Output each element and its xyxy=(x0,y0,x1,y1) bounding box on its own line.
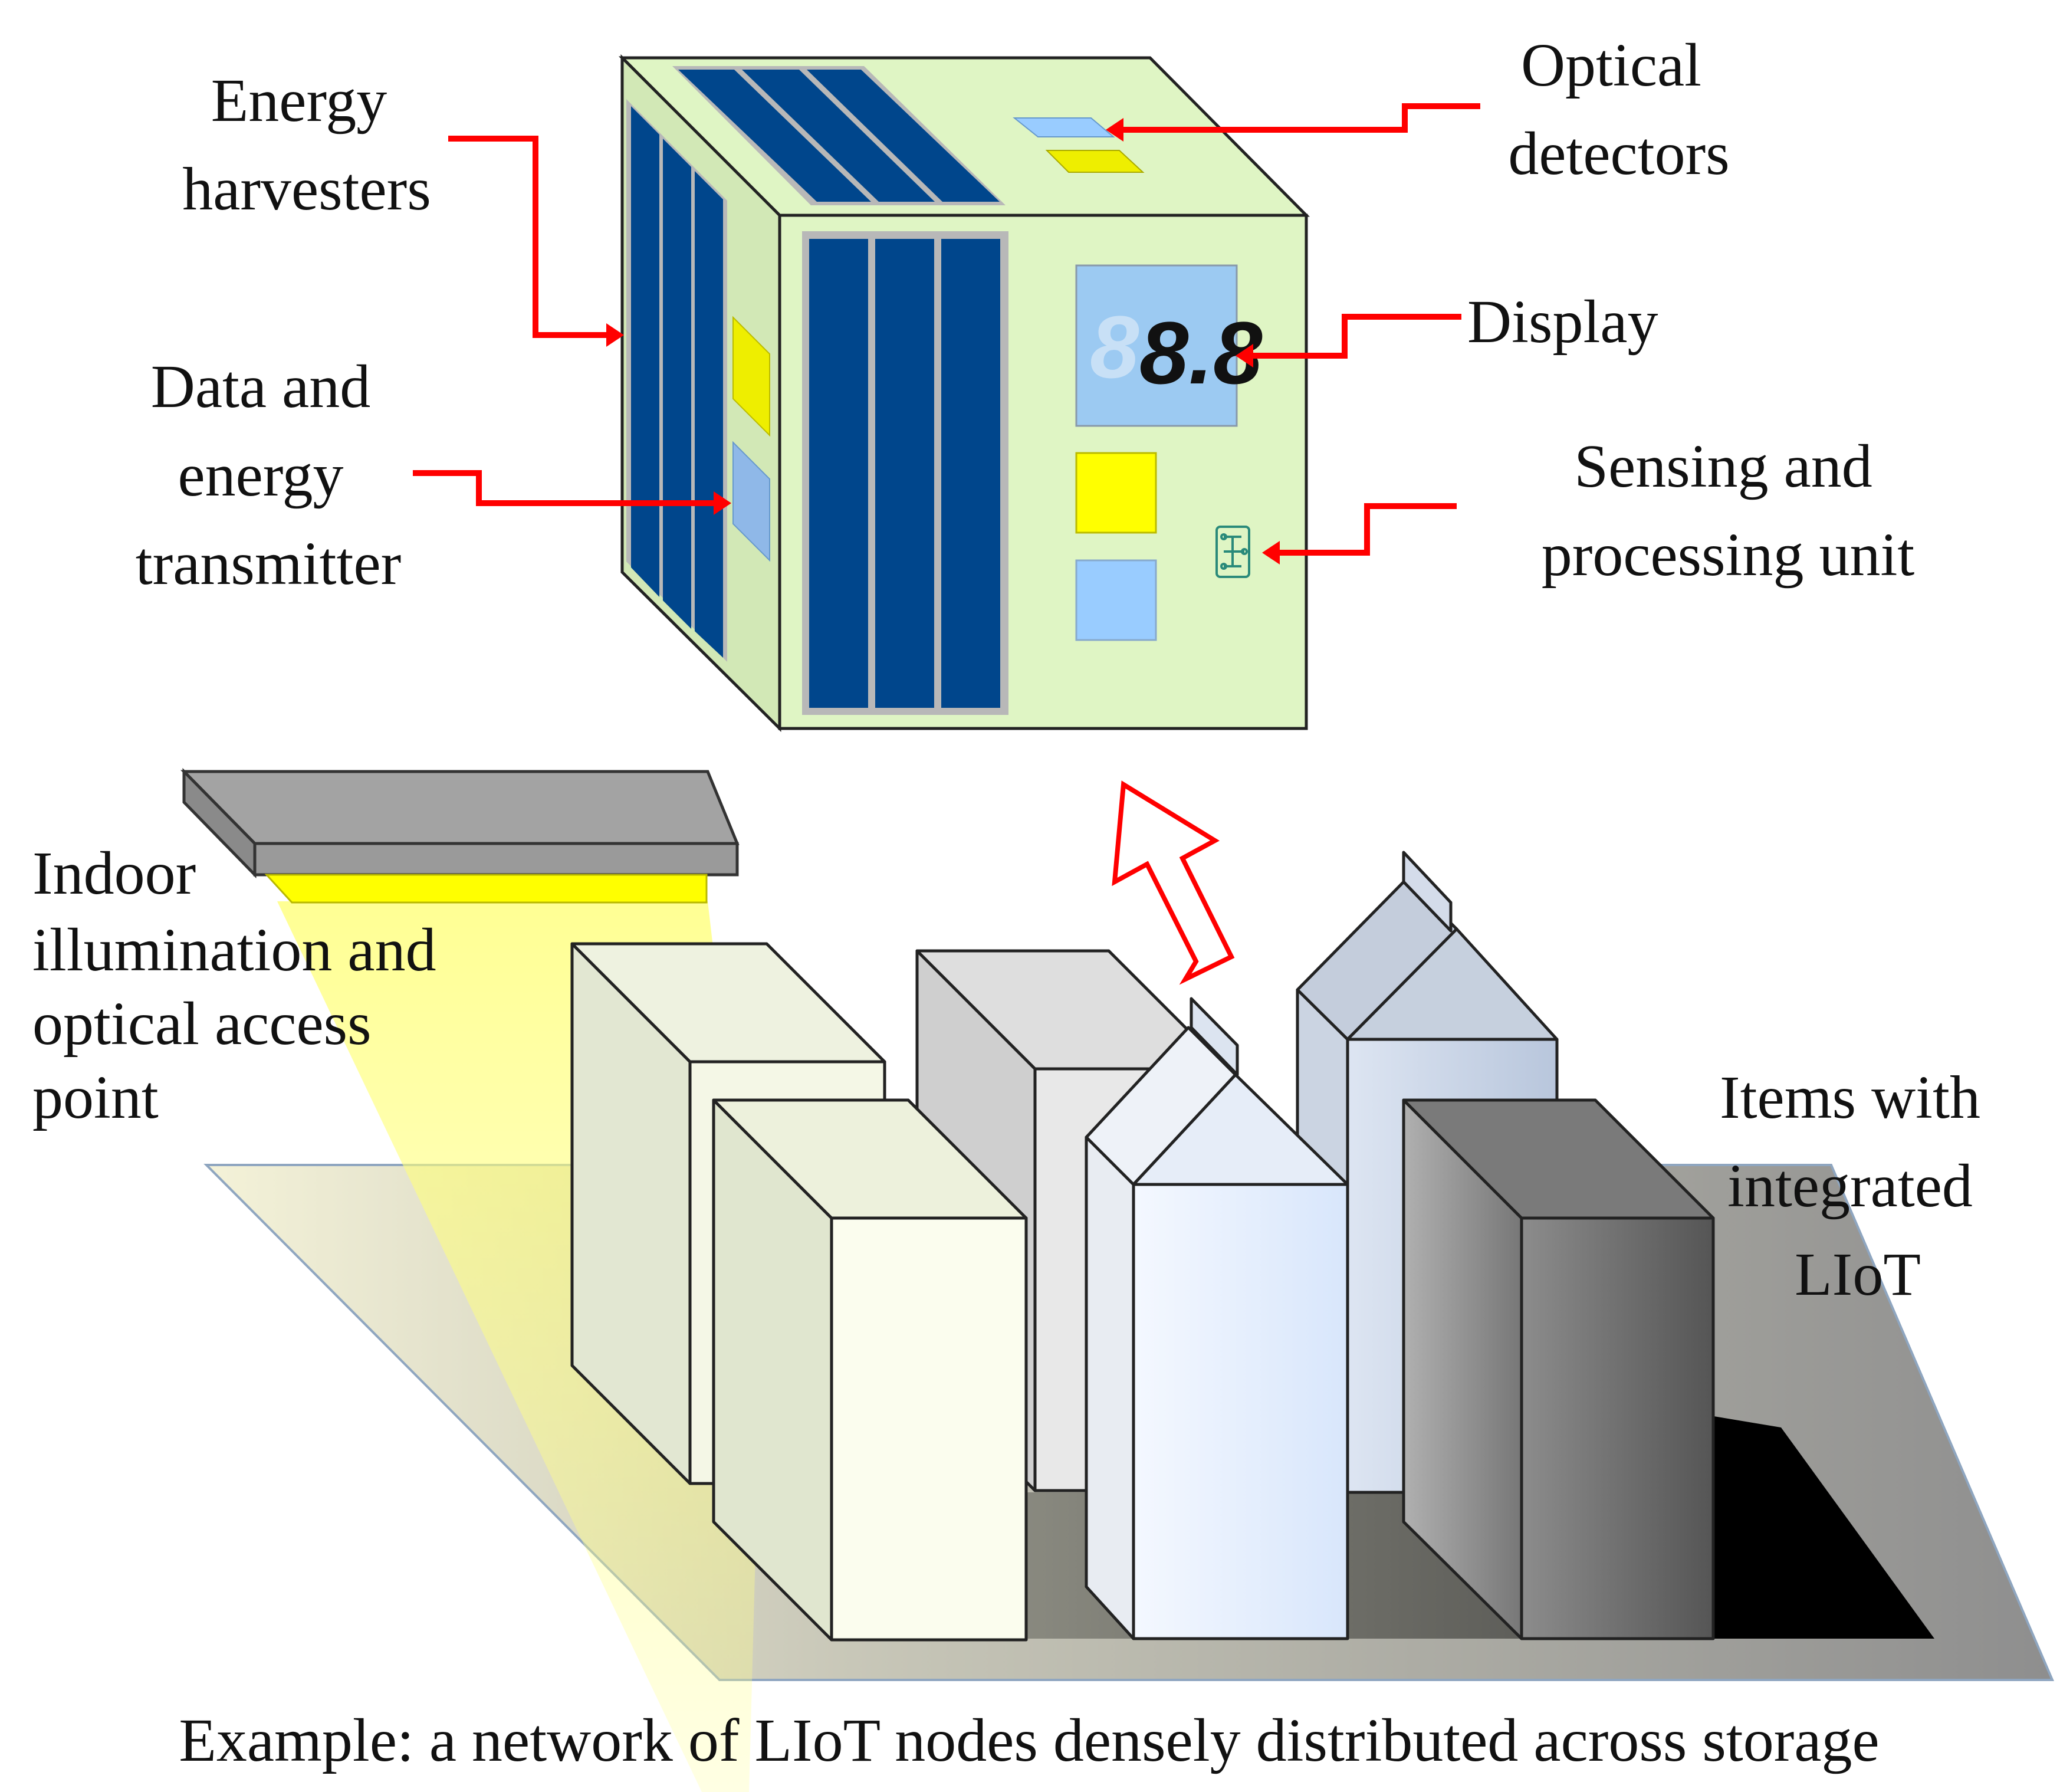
box-d-front xyxy=(1520,1216,1715,1640)
label-sensing-processing: Sensing and processing unit xyxy=(1542,432,1915,589)
solar-cell-left-3 xyxy=(695,171,723,658)
front-led-yellow xyxy=(1075,452,1157,534)
solar-cell-top-1 xyxy=(678,70,871,202)
carton-front-side xyxy=(1085,1135,1135,1640)
label-data-energy-transmitter: Data and energy transmitter xyxy=(136,353,402,598)
arrow-data-energy-tx xyxy=(413,470,719,506)
optical-detector-yellow xyxy=(1045,150,1145,173)
front-led-blue xyxy=(1075,559,1157,641)
data-energy-transmitter xyxy=(732,441,770,562)
optical-detector-blue xyxy=(1013,117,1115,137)
arrow-optical-detectors xyxy=(1121,103,1480,133)
solar-cell-left-1 xyxy=(631,106,659,597)
access-point-top xyxy=(180,770,740,845)
solar-cell-left-2 xyxy=(663,139,691,629)
access-point-side xyxy=(182,767,257,879)
arrow-energy-harvesters xyxy=(448,136,613,338)
display-ghost-digit: 8 xyxy=(1090,297,1139,396)
display-screen xyxy=(1075,264,1238,427)
hollow-up-arrow xyxy=(1112,780,1235,985)
caption: Example: a network of LIoT nodes densely… xyxy=(179,1706,1879,1774)
liot-node: 8 8.8 xyxy=(618,54,1310,733)
access-point-led xyxy=(264,874,708,904)
arrow-display xyxy=(1250,314,1461,359)
solar-cell-front-2 xyxy=(875,239,934,708)
label-energy-harvesters: Energy harvesters xyxy=(182,67,431,223)
box-b-front xyxy=(830,1216,1028,1642)
solar-cell-top-3 xyxy=(807,70,1000,202)
solar-cell-front-1 xyxy=(809,239,868,708)
label-items-liot: Items with integrated LIoT xyxy=(1720,1064,1996,1308)
carton-front-front xyxy=(1132,1183,1349,1640)
carton-front-fin xyxy=(1190,997,1239,1076)
label-optical-detectors: Optical detectors xyxy=(1508,31,1729,188)
solar-cell-front-3 xyxy=(941,239,1000,708)
labels: Energy harvesters Data and energy transm… xyxy=(32,31,1996,1774)
storage-items xyxy=(570,851,1715,1642)
sensing-processing-chip xyxy=(1215,526,1250,578)
solar-cell-top-2 xyxy=(742,70,935,202)
floor-shadow-dark xyxy=(1710,1416,1934,1639)
carton-back-fin xyxy=(1402,851,1453,933)
label-display: Display xyxy=(1467,288,1658,356)
access-point-front xyxy=(253,842,739,877)
label-indoor-illumination: Indoor illumination and optical access p… xyxy=(32,839,452,1131)
pointer-arrows xyxy=(413,103,1480,564)
arrow-sensing-processing xyxy=(1277,503,1457,556)
left-led-yellow xyxy=(732,316,770,437)
